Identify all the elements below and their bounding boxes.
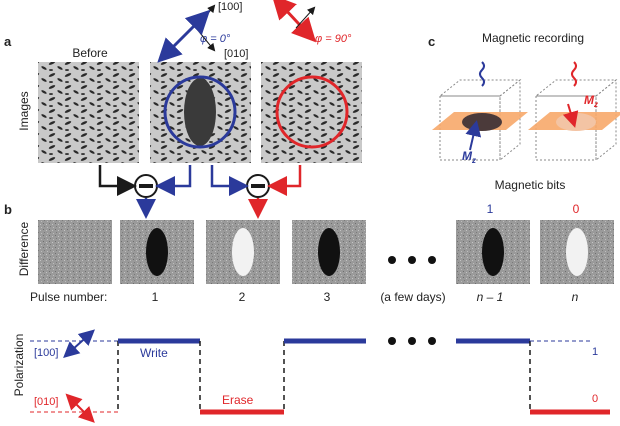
right-level-1: 1 (592, 346, 599, 358)
erase-label: Erase (222, 393, 254, 407)
diff-image-0 (38, 220, 112, 284)
level-010-label: [010] (34, 396, 59, 408)
image-before (38, 62, 139, 163)
magnetic-bit-1 (432, 61, 528, 162)
pulse-few-days: (a few days) (380, 290, 446, 304)
axis-100-label: [100] (218, 1, 243, 13)
panel-a-letter: a (4, 34, 12, 49)
subtract-icon-1 (134, 174, 158, 198)
diff-image-3 (292, 220, 366, 284)
diff-image-n-minus-1 (456, 220, 530, 284)
panel-c-letter: c (428, 34, 436, 49)
plot-red-arrow-icon (65, 393, 95, 423)
write-label: Write (140, 346, 168, 360)
plot-blue-arrow-icon (63, 329, 95, 359)
panel-b-letter: b (4, 202, 12, 217)
image-phi-90 (261, 62, 362, 163)
bit-0-label: 0 (572, 202, 580, 216)
ellipsis-dots-bottom (388, 337, 436, 345)
axis-010-label: [010] (224, 48, 249, 60)
pulse-2: 2 (238, 290, 246, 304)
mz-label-blue: Mz (462, 149, 476, 165)
flow-arrow-phi0-right (210, 165, 249, 196)
diff-image-2 (206, 220, 280, 284)
bit-1-label: 1 (486, 202, 494, 216)
magnetic-bit-0 (528, 61, 620, 162)
ellipsis-dots-top (388, 256, 436, 264)
magnetic-recording-title: Magnetic recording (481, 31, 585, 45)
pulse-3: 3 (323, 290, 331, 304)
pulse-number-label: Pulse number: (30, 290, 108, 304)
right-level-0: 0 (592, 393, 599, 405)
axis-arrow-icon (295, 6, 316, 29)
pulse-1: 1 (151, 290, 159, 304)
mz-label-red: Mz (584, 93, 598, 109)
before-label: Before (72, 46, 108, 60)
diff-image-1 (120, 220, 194, 284)
magnetic-bits-label: Magnetic bits (494, 178, 566, 192)
flow-arrow-phi90 (267, 165, 302, 196)
diff-image-n (540, 220, 614, 284)
level-100-label: [100] (34, 347, 59, 359)
flow-arrow-phi0-left (155, 165, 192, 196)
phi-90-label: φ = 90° (315, 33, 352, 45)
red-polarization-arrow (271, 0, 317, 43)
axes-icon (195, 4, 216, 52)
image-phi-0 (150, 62, 251, 163)
subtract-icon-2 (246, 174, 270, 198)
pulse-n-minus-1: n – 1 (476, 290, 504, 304)
blue-polarization-arrow (157, 9, 211, 63)
flow-arrow-before (98, 165, 137, 196)
pulse-n: n (571, 290, 579, 304)
